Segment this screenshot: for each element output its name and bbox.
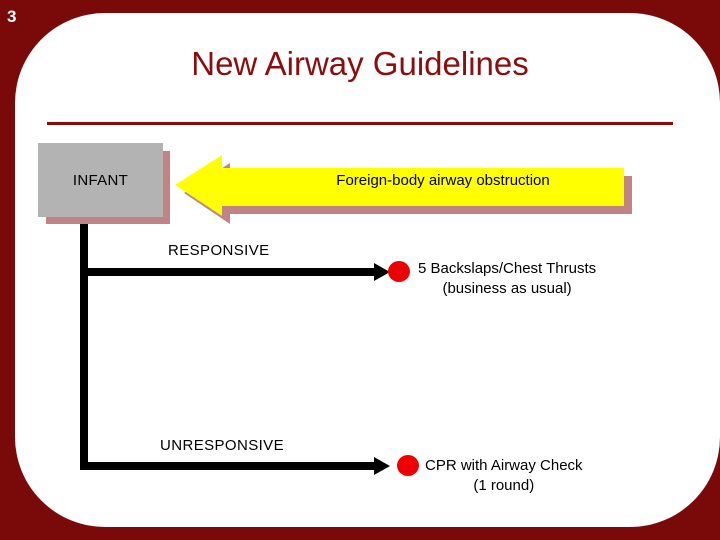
red-dot-responsive-icon xyxy=(388,261,410,282)
foreign-body-callout-arrow[interactable] xyxy=(170,152,640,224)
arrowhead-responsive-icon xyxy=(374,263,390,281)
page-title: New Airway Guidelines xyxy=(191,45,529,82)
outcome-responsive: 5 Backslaps/Chest Thrusts (business as u… xyxy=(418,259,596,300)
outcome-unresponsive-line2: (1 round) xyxy=(473,477,535,495)
outcome-unresponsive: CPR with Airway Check (1 round) xyxy=(425,456,583,497)
branch-label-unresponsive: UNRESPONSIVE xyxy=(160,437,284,454)
outcome-responsive-line2: (business as usual) xyxy=(442,280,572,298)
branch-label-responsive: RESPONSIVE xyxy=(168,242,270,259)
title-divider xyxy=(47,122,673,125)
infant-box[interactable]: INFANT xyxy=(38,143,163,217)
connector-responsive xyxy=(80,268,380,276)
outcome-unresponsive-line1: CPR with Airway Check xyxy=(425,457,583,474)
connector-unresponsive xyxy=(80,462,380,470)
red-dot-unresponsive-icon xyxy=(397,455,419,476)
connector-vertical xyxy=(80,222,88,470)
callout-arrow-label: Foreign-body airway obstruction xyxy=(336,172,550,189)
arrowhead-unresponsive-icon xyxy=(374,457,390,475)
callout-arrow-shape xyxy=(175,155,624,216)
infant-box-label: INFANT xyxy=(72,171,129,189)
outcome-responsive-line1: 5 Backslaps/Chest Thrusts xyxy=(418,260,597,277)
slide-number: 3 xyxy=(7,7,17,26)
